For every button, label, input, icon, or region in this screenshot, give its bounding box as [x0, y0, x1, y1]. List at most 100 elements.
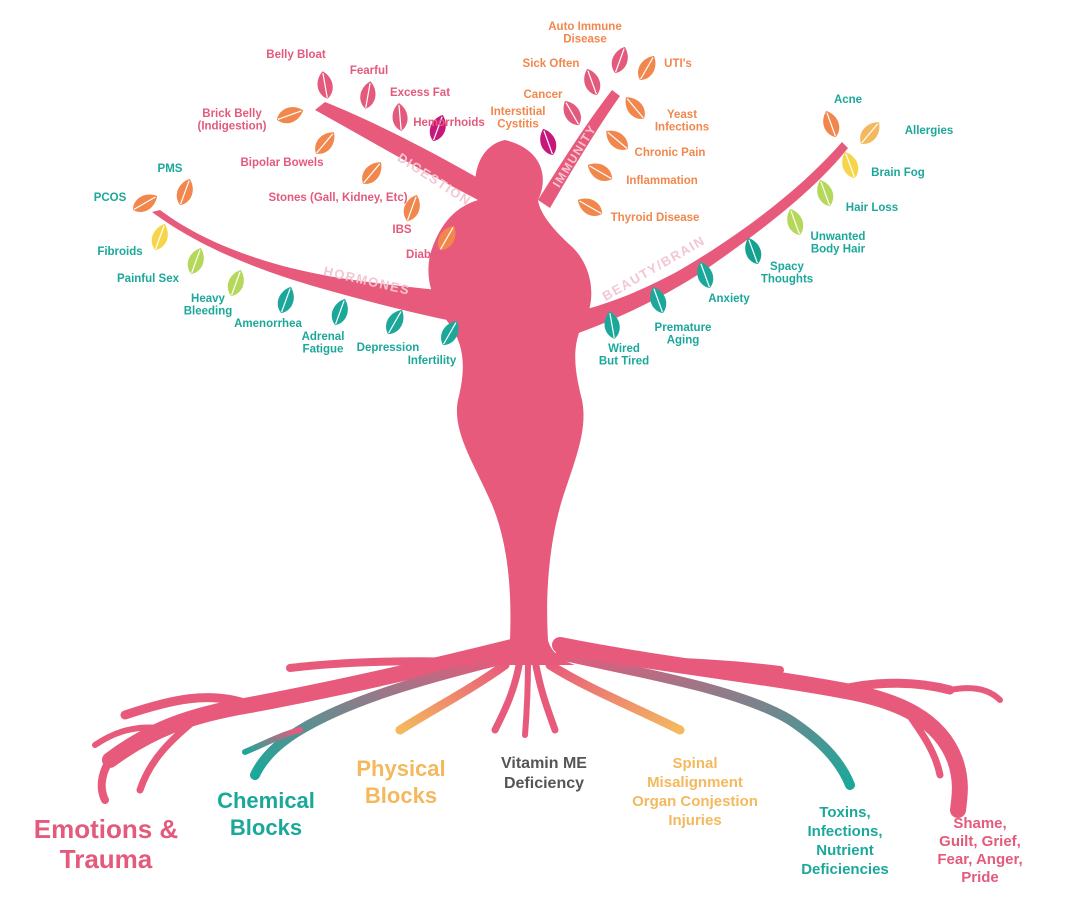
leaf-icon-33 [745, 237, 762, 265]
label-allergies: Allergies [905, 125, 954, 137]
leaf-icon-23 [227, 269, 244, 297]
leaf-icon-14 [540, 128, 557, 156]
branch-digestion [315, 102, 490, 200]
leaf-icon-36 [604, 311, 620, 339]
root-toxins [555, 650, 855, 790]
label-cancer: Cancer [524, 89, 564, 101]
leaf-icon-30 [842, 151, 859, 179]
label-pms: PMS [158, 163, 183, 175]
label-brain-fog: Brain Fog [871, 167, 925, 179]
root-left-tip [97, 756, 114, 804]
leaf-icon-25 [331, 298, 348, 326]
label-fearful: Fearful [350, 65, 388, 77]
branch-beauty-brain [570, 142, 848, 336]
label-belly-bloat: Belly Bloat [266, 49, 326, 61]
root-left-branch-c [92, 724, 163, 748]
label-hair-loss: Hair Loss [846, 202, 898, 214]
root-label-emotions-trauma: Emotions &Trauma [34, 814, 178, 874]
leaf-icon-21 [151, 223, 168, 251]
leaf-icon-7 [362, 162, 382, 184]
leaf-icon-12 [638, 55, 656, 81]
leaf-icon-1 [317, 71, 333, 99]
leaf-icon-31 [817, 179, 834, 207]
leaf-icon-18 [577, 198, 603, 216]
root-physical [395, 660, 510, 735]
leaf-icon-17 [587, 163, 613, 181]
leaf-icon-15 [625, 97, 645, 119]
label-depression: Depression [357, 342, 420, 354]
label-brick-belly: Brick Belly(Indigestion) [198, 108, 267, 133]
leaf-icon-5 [429, 114, 446, 142]
leaf-icon-22 [187, 247, 204, 275]
root-left-branch-d [286, 657, 474, 672]
root-left-branch-a [120, 693, 255, 720]
label-anxiety: Anxiety [708, 293, 750, 305]
label-infertility: Infertility [408, 355, 457, 367]
root-chemical-b [242, 727, 303, 755]
label-fibroids: Fibroids [97, 246, 142, 258]
leaf-icon-6 [315, 132, 335, 154]
label-excess-fat: Excess Fat [390, 87, 450, 99]
branch-label-immunity: IMMUNITY [550, 122, 600, 190]
leaf-icon-2 [360, 81, 376, 109]
leaf-icon-19 [176, 178, 193, 206]
root-right-branch-d [616, 657, 784, 674]
root-right-branch-a [835, 678, 955, 695]
woman-figure [152, 90, 848, 665]
leaf-icon-11 [584, 68, 601, 96]
label-diabetes: Diabetes [406, 249, 454, 261]
label-acne: Acne [834, 94, 862, 106]
woman-body [428, 140, 592, 665]
root-chemical [250, 655, 505, 780]
root-left-branch-b [136, 712, 204, 794]
root-spinal [545, 660, 685, 735]
label-thyroid-disease: Thyroid Disease [611, 212, 700, 224]
leaf-icon-27 [441, 320, 459, 346]
leaf-icon-24 [277, 286, 294, 314]
branch-hormones [152, 210, 498, 328]
leaf-icon-3 [392, 103, 408, 131]
branch-immunity [538, 90, 620, 208]
label-stones: Stones (Gall, Kidney, Etc) [268, 192, 407, 204]
label-utis: UTI's [664, 58, 692, 70]
leaves [132, 46, 880, 346]
root-right-branch-c [947, 685, 1003, 703]
root-right-branch-b [896, 698, 944, 779]
leaf-icon-8 [403, 194, 420, 222]
root-center-c [522, 657, 531, 738]
label-sick-often: Sick Often [523, 58, 580, 70]
label-amenorrhea: Amenorrhea [234, 318, 302, 330]
leaf-icon-16 [606, 130, 628, 150]
root-label-shame: Shame,Guilt, Grief,Fear, Anger,Pride [937, 815, 1022, 886]
leaf-icon-34 [697, 261, 714, 289]
label-painful-sex: Painful Sex [117, 273, 180, 285]
root-center-b [531, 656, 559, 734]
roots-layer [92, 637, 1003, 818]
leaf-icon-20 [132, 194, 158, 212]
label-inflammation: Inflammation [626, 175, 698, 187]
leaf-icon-28 [823, 110, 840, 138]
label-pcos: PCOS [94, 192, 127, 204]
leaf-icon-9 [438, 225, 456, 251]
leaf-icon-4 [276, 107, 304, 124]
leaf-icon-13 [563, 100, 581, 126]
leaf-icon-26 [386, 309, 404, 335]
label-chronic-pain: Chronic Pain [635, 147, 706, 159]
leaf-icon-29 [860, 122, 880, 144]
root-center-a [491, 656, 524, 734]
